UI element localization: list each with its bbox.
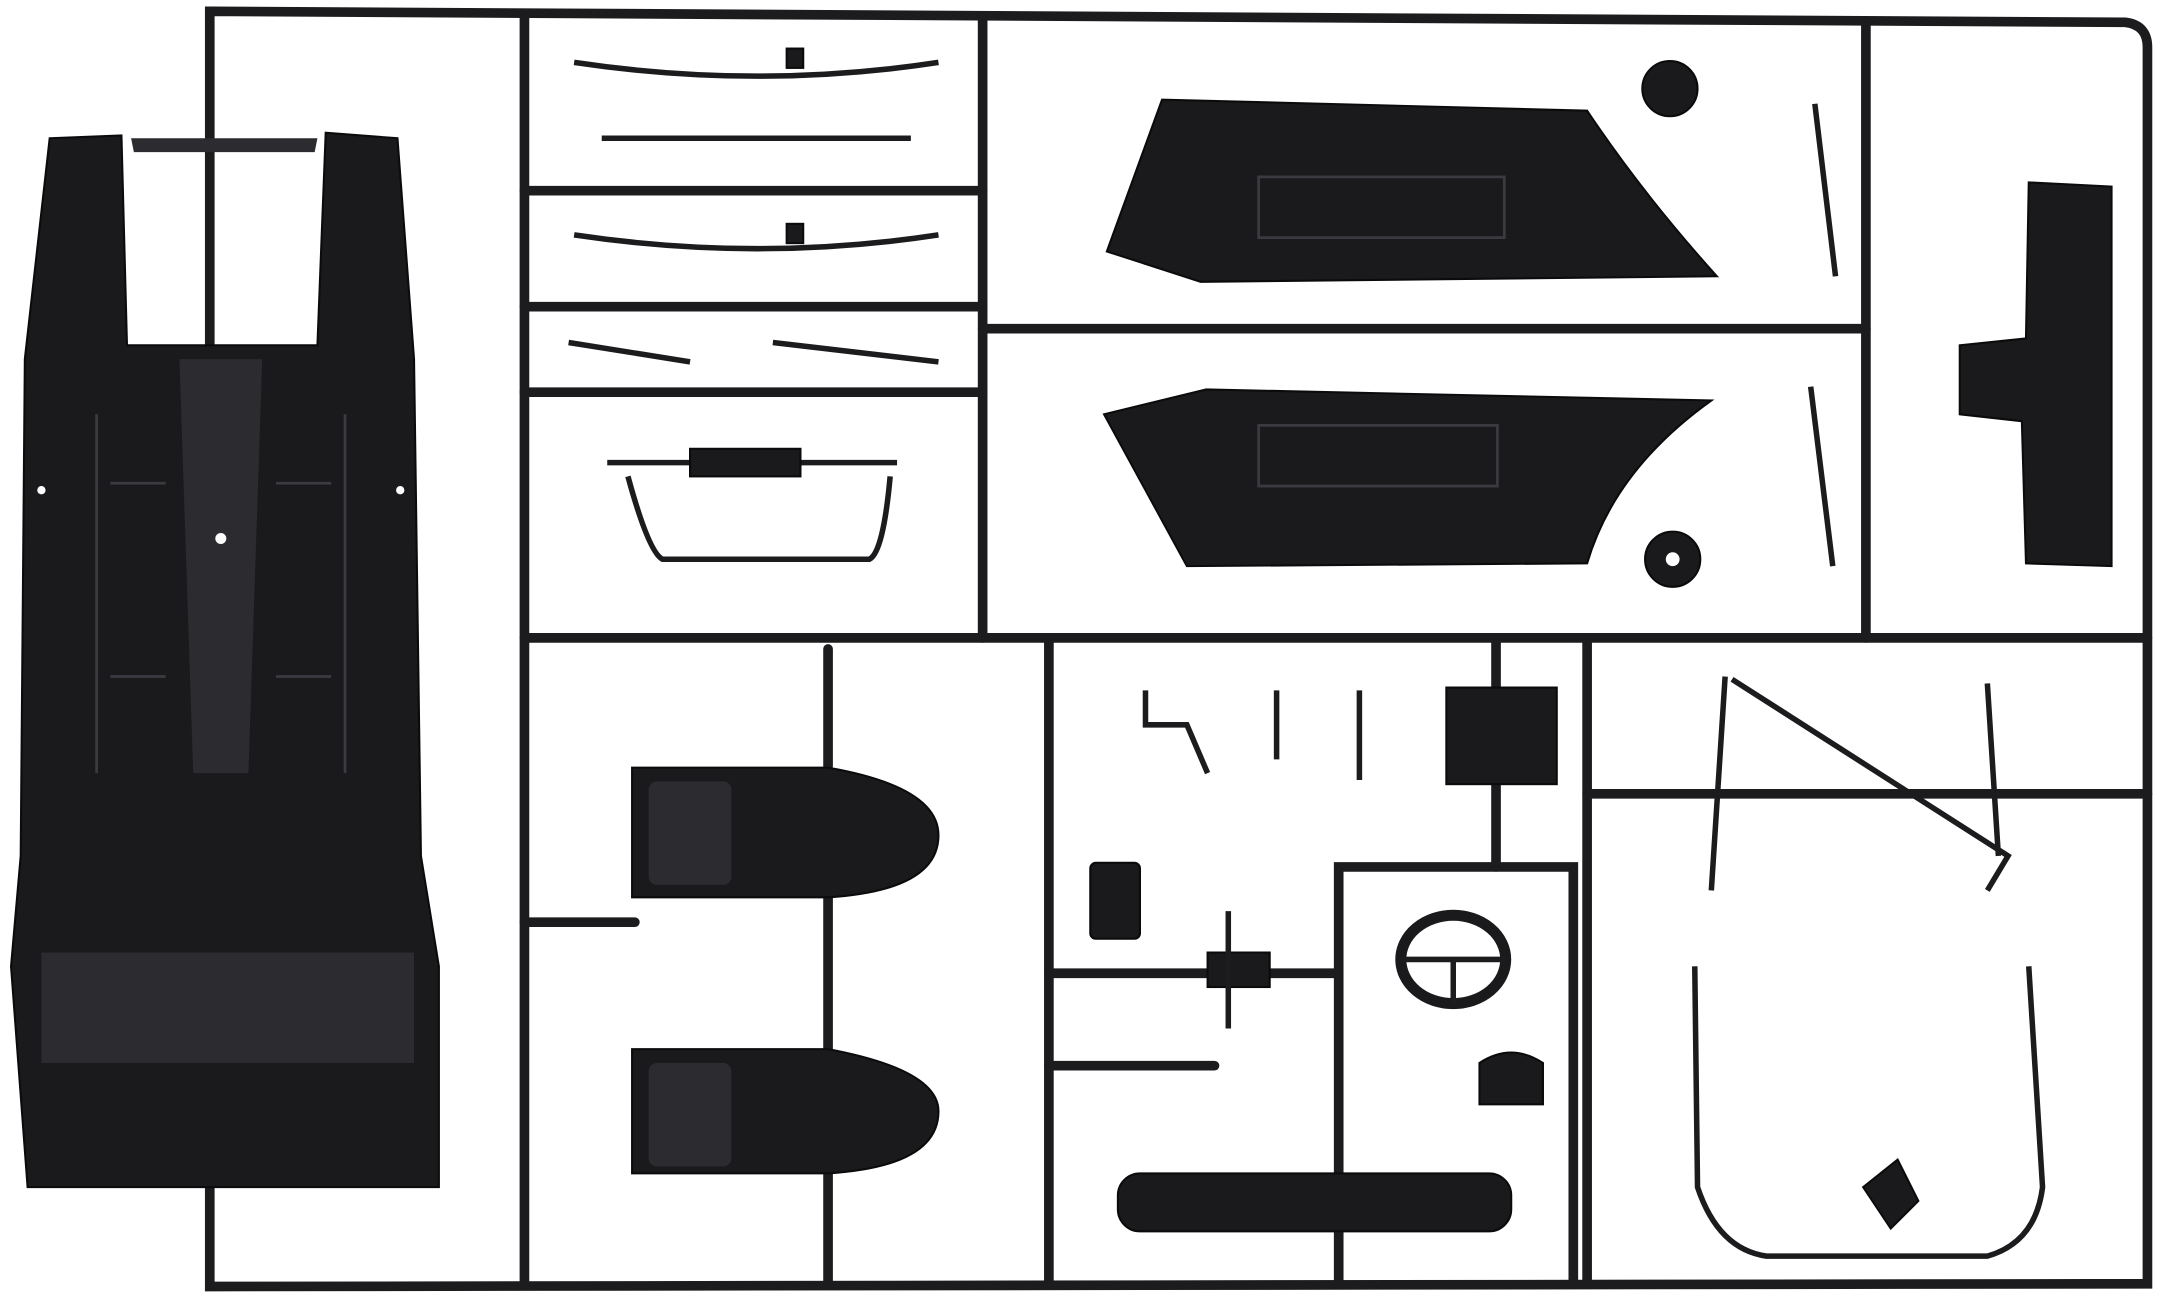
gear-levers	[1089, 686, 1558, 1029]
leaf-springs	[568, 47, 939, 365]
sprue-frame	[204, 6, 2153, 1292]
round-knobs	[1641, 59, 1702, 588]
chassis-floor-pan	[10, 131, 440, 1189]
seat-rear	[631, 1048, 940, 1175]
front-axle-part	[607, 447, 898, 562]
dashboard-part	[1958, 181, 2113, 568]
small-knob	[1478, 1051, 1544, 1106]
bench-part	[1116, 1172, 1513, 1233]
door-panel-lower	[1102, 388, 1715, 568]
seat-front	[631, 766, 940, 899]
wiper-arms	[1807, 103, 1839, 567]
door-panel-upper	[1105, 98, 1720, 283]
rollbar-rods	[1692, 676, 2046, 1259]
steering-wheel	[1395, 909, 1512, 1010]
